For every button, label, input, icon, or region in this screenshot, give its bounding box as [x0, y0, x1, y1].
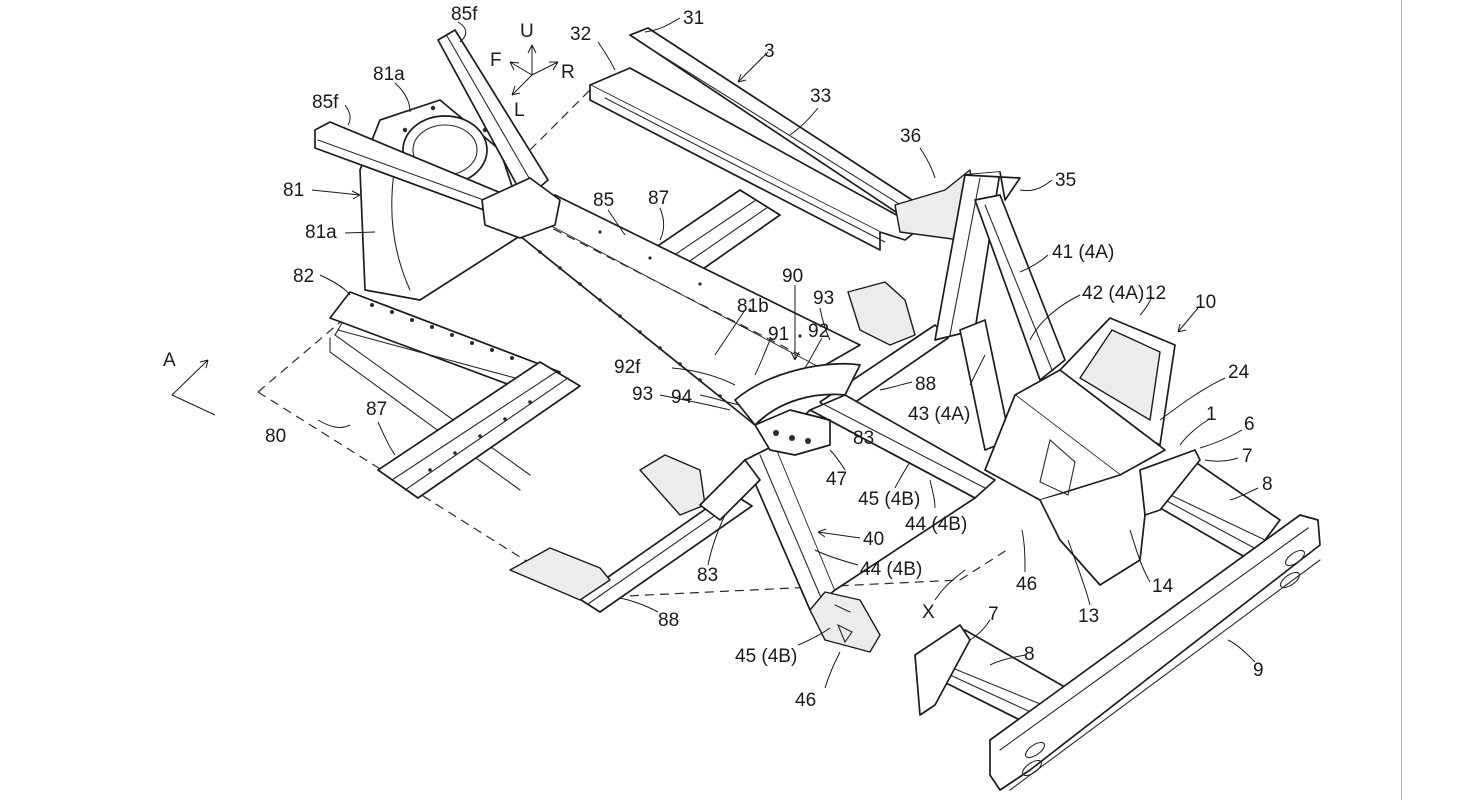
- label-33: 33: [810, 86, 831, 107]
- label-87-left: 87: [366, 399, 387, 420]
- label-43: 43 (4A): [908, 404, 970, 425]
- label-44-top: 44 (4B): [905, 514, 967, 535]
- axis-label-left: L: [514, 100, 525, 121]
- crash-can-bottom: [914, 624, 1071, 731]
- rear-side-member-3: [589, 27, 936, 251]
- axis-label-front: F: [490, 50, 502, 71]
- leader-lines: [311, 17, 1259, 689]
- engine-box-10: [984, 317, 1176, 586]
- label-90: 90: [782, 266, 803, 287]
- label-85f-top: 85f: [451, 4, 478, 25]
- cross-member-40: [699, 394, 996, 611]
- label-83-top: 83: [853, 428, 874, 449]
- label-31: 31: [683, 8, 704, 29]
- label-45-bottom: 45 (4B): [735, 646, 797, 667]
- label-85f-left: 85f: [312, 92, 339, 113]
- label-35: 35: [1055, 170, 1076, 191]
- node-90: [734, 362, 861, 456]
- cross-member-87-left: [377, 361, 581, 499]
- label-9: 9: [1253, 660, 1264, 681]
- label-46-mid: 46: [1016, 574, 1037, 595]
- label-1: 1: [1206, 404, 1217, 425]
- view-label-A: A: [163, 350, 176, 371]
- label-87-mid: 87: [648, 188, 669, 209]
- label-X: X: [922, 602, 935, 623]
- label-85: 85: [593, 190, 614, 211]
- label-13: 13: [1078, 606, 1099, 627]
- label-40: 40: [863, 529, 884, 550]
- label-81b: 81b: [737, 296, 769, 317]
- direction-compass: [509, 44, 559, 96]
- label-92f: 92f: [614, 357, 641, 378]
- label-88-bottom: 88: [658, 610, 679, 631]
- label-81: 81: [283, 180, 304, 201]
- label-36: 36: [900, 126, 921, 147]
- cross-member-82: [329, 291, 561, 399]
- axis-label-rear: R: [561, 62, 575, 83]
- crash-can-right: [1139, 449, 1281, 561]
- label-47: 47: [826, 469, 847, 490]
- label-8-bottom: 8: [1024, 644, 1035, 665]
- label-82: 82: [293, 266, 314, 287]
- label-7-bottom: 7: [988, 604, 999, 625]
- label-93-left: 93: [632, 384, 653, 405]
- axis-label-up: U: [520, 21, 534, 42]
- label-93-top: 93: [813, 288, 834, 309]
- view-arrow-A: [171, 359, 216, 416]
- label-7-right: 7: [1242, 446, 1253, 467]
- part-labels: 85f 85f 81a 81 81a 82 80 87 87 85 U F R …: [163, 4, 1273, 711]
- label-14: 14: [1152, 576, 1174, 597]
- label-81a-top: 81a: [373, 64, 405, 85]
- bumper-beam-9: [989, 514, 1321, 791]
- label-45-top: 45 (4B): [858, 489, 920, 510]
- label-80: 80: [265, 426, 286, 447]
- label-44-bottom: 44 (4B): [860, 559, 922, 580]
- label-91: 91: [768, 324, 789, 345]
- page-border: [1401, 0, 1402, 800]
- label-92: 92: [808, 321, 829, 342]
- label-42: 42 (4A): [1082, 283, 1144, 304]
- label-8-right: 8: [1262, 474, 1273, 495]
- label-83-bottom: 83: [697, 565, 718, 586]
- label-3: 3: [764, 41, 775, 62]
- label-41: 41 (4A): [1052, 242, 1114, 263]
- rail-85f-top: [437, 29, 549, 201]
- label-10: 10: [1195, 292, 1216, 313]
- floor-brackets: [509, 281, 916, 601]
- rail-joint: [481, 177, 561, 239]
- label-24: 24: [1228, 362, 1250, 383]
- label-46-bottom: 46: [795, 690, 816, 711]
- label-94: 94: [671, 387, 693, 408]
- label-88-top: 88: [915, 374, 936, 395]
- label-6: 6: [1244, 414, 1255, 435]
- bracket-46-bottom: [809, 591, 881, 653]
- label-32: 32: [570, 24, 591, 45]
- label-12: 12: [1145, 283, 1166, 304]
- label-81a-mid: 81a: [305, 222, 337, 243]
